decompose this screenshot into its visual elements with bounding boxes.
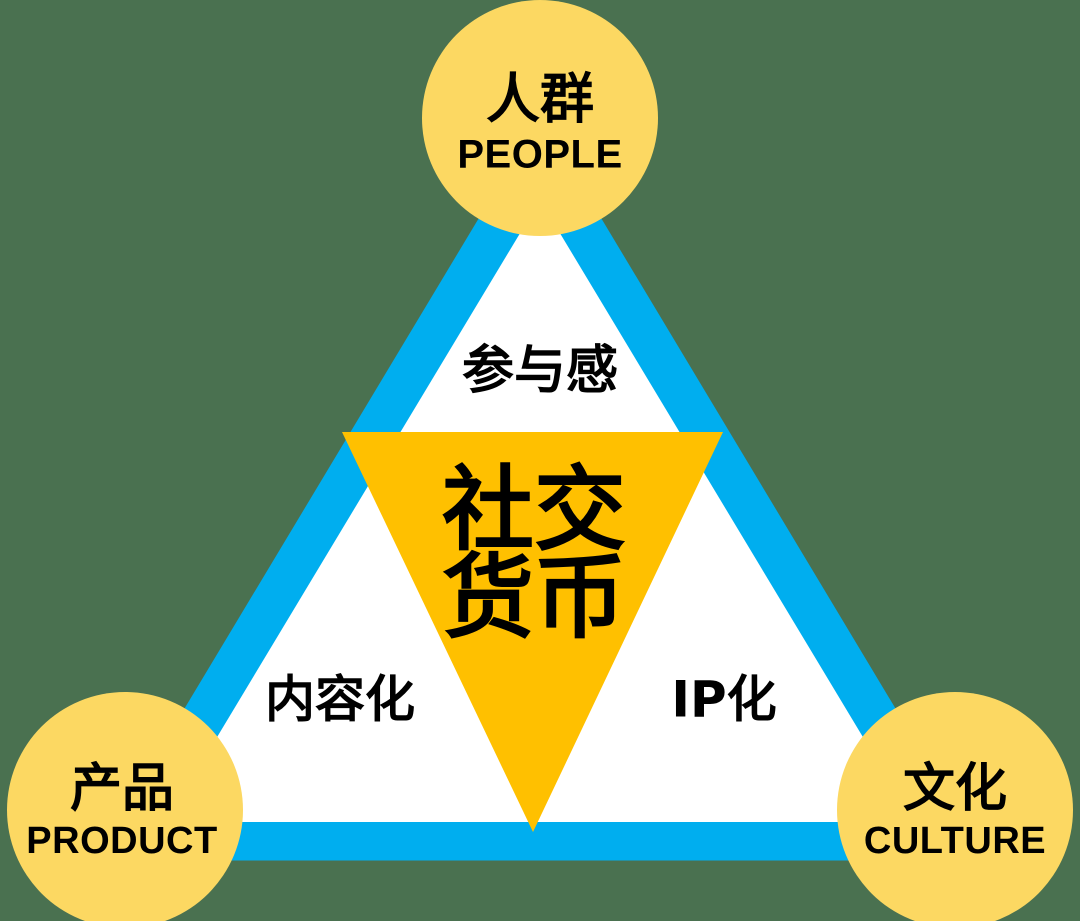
node-product[interactable]: 产品 PRODUCT (7, 692, 243, 921)
edge-label-participation: 参与感 (462, 341, 618, 401)
core-label-line1: 社交 (442, 456, 626, 563)
node-culture-label-cn: 文化 (903, 759, 1007, 819)
node-people-circle[interactable] (422, 0, 658, 236)
edge-label-contentization: 内容化 (265, 671, 415, 729)
edge-label-ipization: IP化 (671, 671, 776, 729)
node-product-circle[interactable] (7, 692, 243, 921)
node-people-label-cn: 人群 (486, 68, 594, 131)
core-label-line2: 货币 (442, 544, 626, 651)
triangle-outline (93, 116, 987, 861)
node-product-label-cn: 产品 (70, 759, 174, 819)
node-culture-circle[interactable] (837, 692, 1073, 921)
node-culture-label-en: CULTURE (864, 820, 1046, 862)
node-people[interactable]: 人群 PEOPLE (422, 0, 658, 236)
node-culture[interactable]: 文化 CULTURE (837, 692, 1073, 921)
node-people-label-en: PEOPLE (457, 133, 622, 177)
core-inverted-triangle (342, 432, 723, 832)
node-product-label-en: PRODUCT (26, 820, 217, 862)
